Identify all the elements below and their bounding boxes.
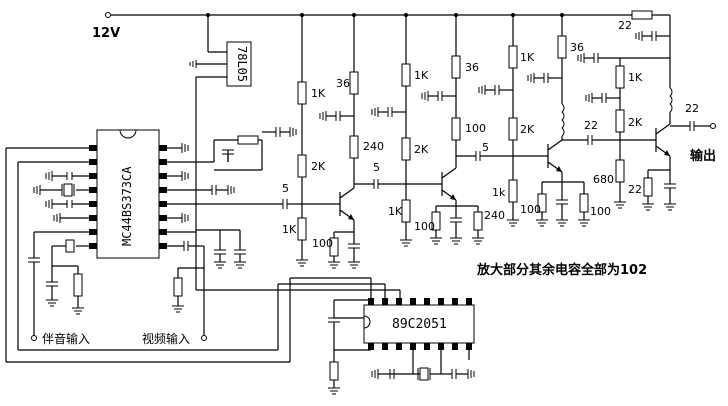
resistor-label: 240 — [484, 209, 505, 222]
resistor-label: 36 — [465, 61, 479, 74]
output-label: 输出 — [690, 149, 717, 164]
amp-stage-2 — [371, 15, 513, 247]
resistor-label: 1K — [388, 205, 403, 218]
encoder-right-wiring — [167, 127, 401, 341]
supply-rail — [105, 10, 671, 58]
resistor-label: 240 — [363, 140, 384, 153]
supply-voltage-label: 12V — [92, 26, 121, 41]
encoder-left-wiring — [5, 147, 290, 363]
resistor-label: 1K — [311, 87, 326, 100]
video-input-label: 视频输入 — [142, 332, 191, 346]
resistor-label: 2K — [520, 123, 535, 136]
resistor-label: 2K — [414, 143, 429, 156]
capacitor-label: 5 — [282, 182, 289, 195]
resistor-label: 1K — [628, 71, 643, 84]
regulator-78l05 — [189, 15, 252, 140]
capacitor-note: 放大部分其余电容全部为102 — [477, 263, 648, 278]
resistor-label: 36 — [336, 77, 350, 90]
mcu-chip — [277, 277, 475, 395]
resistor-label: 36 — [570, 41, 584, 54]
resistor-label: 100 — [465, 122, 486, 135]
mcu-chip-label: 89C2051 — [392, 317, 447, 332]
resistor-label: 1K — [520, 51, 535, 64]
resistor-label: 2K — [628, 116, 643, 129]
amp-stage-1 — [296, 15, 406, 269]
resistor-label: 1K — [414, 69, 429, 82]
audio-input-label: 伴音输入 — [42, 332, 91, 346]
output-stage — [577, 31, 716, 211]
resistor-label: 2K — [311, 160, 326, 173]
resistor-label: 100 — [414, 220, 435, 233]
resistor-label: 22 — [628, 183, 642, 196]
resistor-label: 1K — [282, 223, 297, 236]
resistor-label: 100 — [520, 203, 541, 216]
capacitor-label: 22 — [685, 102, 699, 115]
capacitor-label: 22 — [584, 119, 598, 132]
resistor-label: 100 — [312, 237, 333, 250]
amp-stage-3 — [478, 15, 620, 227]
encoder-chip — [89, 129, 167, 259]
resistor-label: 22 — [618, 19, 632, 32]
resistor-label: 100 — [590, 205, 611, 218]
capacitor-label: 5 — [373, 161, 380, 174]
capacitor-label: 5 — [482, 141, 489, 154]
encoder-chip-label: MC44BS373CA — [120, 166, 134, 246]
resistor-label: 1k — [492, 186, 506, 199]
resistor-label: 680 — [593, 173, 614, 186]
regulator-label: 78L05 — [235, 46, 249, 83]
